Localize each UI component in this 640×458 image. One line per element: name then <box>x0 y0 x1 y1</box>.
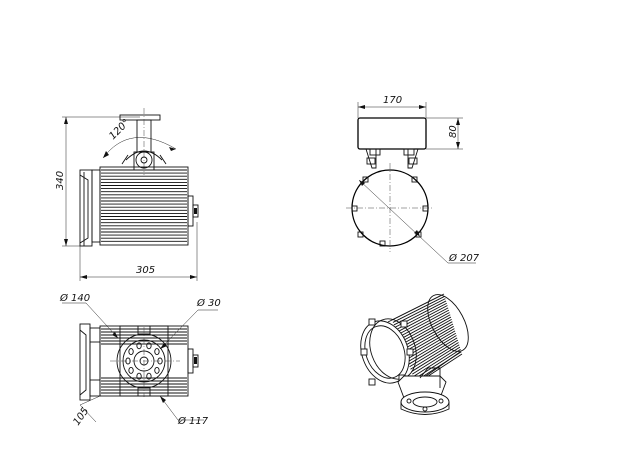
dim-side-angle: 120° <box>107 117 132 142</box>
side-view: 340 305 120° <box>55 108 199 281</box>
dim-front-diameter: Ø 207 <box>448 252 480 264</box>
dim-bottom-d117: Ø 117 <box>177 415 209 427</box>
dim-bracket-width: 170 <box>383 95 402 106</box>
dim-bottom-d30: Ø 30 <box>196 297 221 309</box>
bottom-view: Ø 140 Ø 30 105 Ø 117 <box>59 292 221 428</box>
dim-side-length: 305 <box>136 265 155 276</box>
dim-side-height: 340 <box>55 171 66 190</box>
isometric-view <box>360 293 469 415</box>
front-view: 170 80 Ø 207 <box>346 95 480 264</box>
dim-bottom-d140: Ø 140 <box>59 292 90 304</box>
dim-bottom-105: 105 <box>71 406 91 428</box>
dim-bracket-height: 80 <box>448 125 459 138</box>
